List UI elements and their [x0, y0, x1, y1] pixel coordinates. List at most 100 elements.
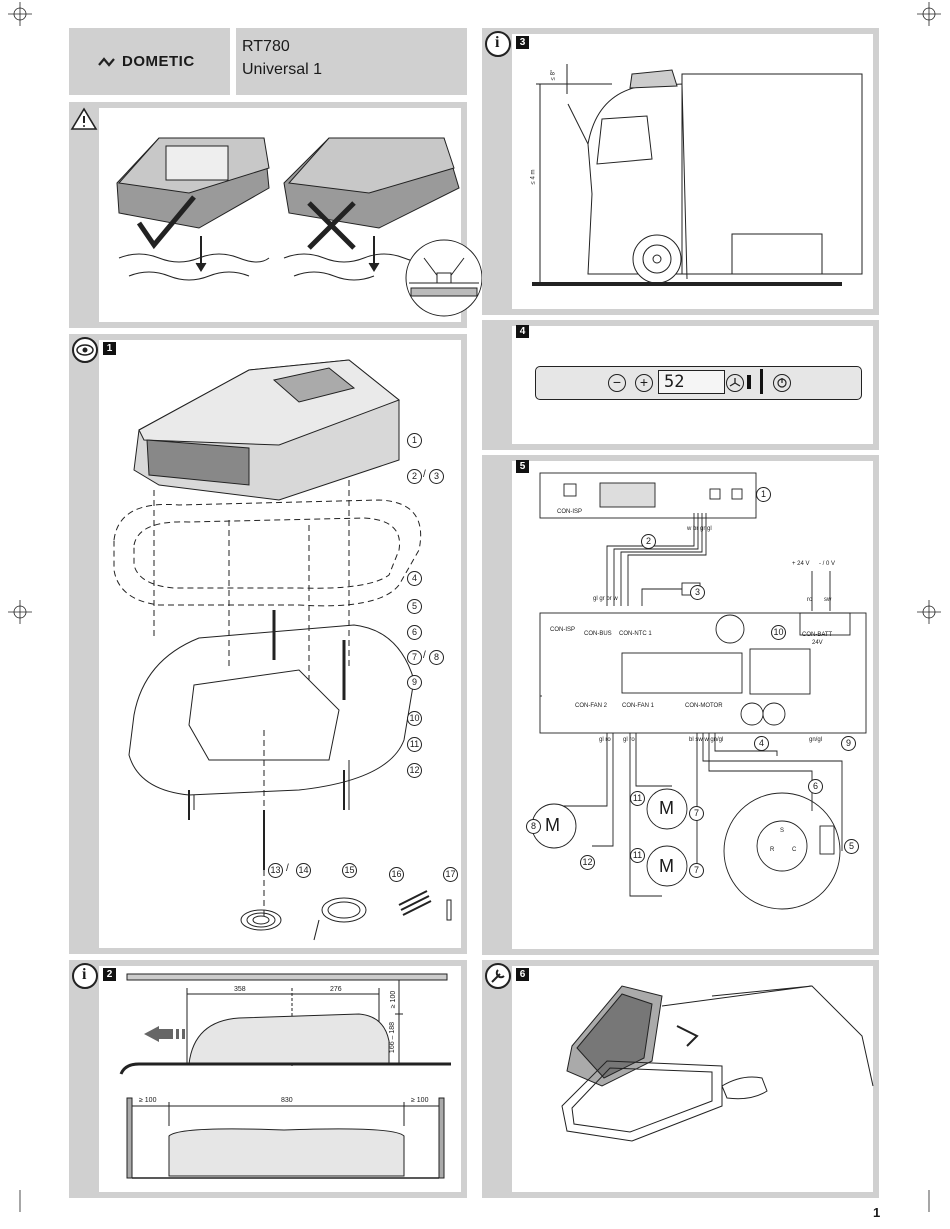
warning-icon	[70, 107, 98, 130]
panel-2: i 2 358 276 ≥ 100	[69, 960, 467, 1198]
dim-166-188: 166 – 188	[389, 1021, 397, 1054]
dim-ge100-right: ≥ 100	[411, 1097, 429, 1104]
temperature-display: 52	[658, 370, 725, 394]
callout-7a: 7	[689, 806, 704, 821]
brand-name: DOMETIC	[122, 53, 195, 70]
motor-wires-label: bl sw w gn/gl	[689, 737, 724, 743]
indicator-bar	[747, 375, 751, 389]
page-number: 1	[873, 1205, 881, 1220]
panel-number: 4	[516, 325, 529, 338]
fan-icon	[729, 378, 741, 387]
title-box: RT780 Universal 1	[236, 28, 467, 95]
fan-button[interactable]	[726, 374, 744, 392]
r-label: R	[770, 847, 775, 853]
eye-icon	[72, 337, 98, 363]
callout-9: 9	[841, 736, 856, 751]
callout-5: 5	[844, 839, 859, 854]
callout-14: 14	[296, 863, 311, 878]
panel-4: 4 − + 52	[482, 320, 879, 450]
dim-830: 830	[281, 1097, 293, 1104]
panel-5: 5	[482, 455, 879, 955]
callout-11: 11	[407, 737, 422, 752]
motor-m-lower: M	[659, 856, 674, 876]
con-fan1-label: CON-FAN 1	[622, 703, 655, 709]
con-isp-label: CON-ISP	[550, 627, 576, 633]
callout-13: 13	[268, 863, 283, 878]
motor-m-left: M	[545, 815, 560, 835]
callout-11b: 11	[630, 848, 645, 863]
panel-6: 6	[482, 960, 879, 1198]
callout-2: 2	[641, 534, 656, 549]
con-bus-label: CON-BUS	[584, 631, 612, 637]
callout-15: 15	[342, 863, 357, 878]
dim-276: 276	[330, 986, 342, 993]
con-fan2-label: CON-FAN 2	[575, 703, 608, 709]
ro-label: ro	[807, 597, 813, 603]
control-panel: − + 52	[535, 366, 862, 400]
con-batt-label: CON-BATT	[802, 632, 833, 638]
con-isp-top-label: CON-ISP	[557, 509, 583, 515]
panel-number: 3	[516, 36, 529, 49]
sw-label: sw	[824, 597, 832, 603]
panel-number: 6	[516, 968, 529, 981]
s-label: S	[780, 828, 785, 834]
callout-6: 6	[407, 625, 422, 640]
callout-3: 3	[690, 585, 705, 600]
callout-12: 12	[407, 763, 422, 778]
power-button[interactable]	[773, 374, 791, 392]
warning-illustration	[116, 137, 483, 317]
callout-1: 1	[756, 487, 771, 502]
angle-label: ≤ 8°	[550, 69, 557, 81]
batt-v-label: 24V	[812, 640, 823, 646]
callout-16: 16	[389, 867, 404, 882]
minus-button[interactable]: −	[608, 374, 626, 392]
fan1-wires-label: gl ro	[623, 737, 635, 743]
dim-ge100-left: ≥ 100	[139, 1097, 157, 1104]
info-icon: i	[72, 963, 98, 989]
callout-10: 10	[407, 711, 422, 726]
warning-panel	[69, 102, 483, 328]
motor-m-upper: M	[659, 798, 674, 818]
callout-6: 6	[808, 779, 823, 794]
height-label: ≤ 4 m	[530, 169, 537, 185]
dim-358: 358	[234, 986, 246, 993]
c-label: C	[792, 847, 797, 853]
panel-3: i 3 ≤ 8° ≤ 4 m	[482, 28, 879, 315]
callout-4: 4	[754, 736, 769, 751]
callout-10: 10	[771, 625, 786, 640]
minus0-label: - / 0 V	[819, 561, 836, 567]
panel-1: 1	[69, 334, 467, 954]
fan2-wires-label: gl ro	[599, 737, 611, 743]
info-icon: i	[485, 31, 511, 57]
plus24-label: + 24 V	[792, 561, 810, 567]
panel-number: 2	[103, 968, 116, 981]
callout-2: 2	[407, 469, 422, 484]
truck-height-illustration	[532, 64, 863, 286]
dim-ge100-vertical: ≥ 100	[390, 990, 398, 1009]
callout-12: 12	[580, 855, 595, 870]
plus-button[interactable]: +	[635, 374, 653, 392]
panel-number: 1	[103, 342, 116, 355]
callout-17: 17	[443, 867, 458, 882]
variant-title: Universal 1	[242, 61, 323, 78]
divider	[760, 369, 763, 394]
callout-8: 8	[526, 819, 541, 834]
callout-4: 4	[407, 571, 422, 586]
callout-11a: 11	[630, 791, 645, 806]
power-icon	[777, 378, 787, 388]
callout-7: 7	[407, 650, 422, 665]
wrench-icon	[485, 963, 511, 989]
panel-number: 5	[516, 460, 529, 473]
con-ntc1-label: CON-NTC 1	[619, 631, 652, 637]
callout-1: 1	[407, 433, 422, 448]
callout-3: 3	[429, 469, 444, 484]
callout-8: 8	[429, 650, 444, 665]
model-title: RT780	[242, 38, 290, 55]
brand-box: DOMETIC	[69, 28, 230, 95]
gngl-label: gn/gl	[809, 737, 823, 743]
dimensions-illustration	[119, 973, 451, 1179]
wires-left-label: gl gr br w	[593, 596, 618, 602]
con-motor-label: CON-MOTOR	[685, 703, 723, 709]
dometic-logo-icon	[98, 57, 115, 67]
